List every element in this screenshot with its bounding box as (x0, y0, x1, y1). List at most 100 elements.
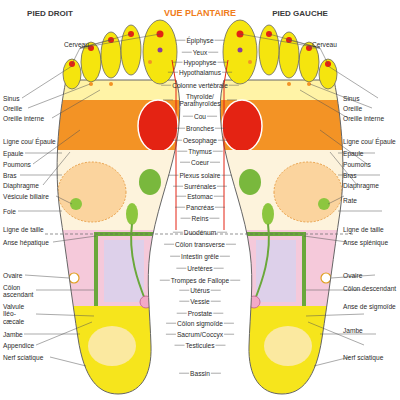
zone-label: Rate (343, 197, 400, 204)
zone-label: Diaphragme (3, 182, 63, 189)
leader-line (226, 244, 236, 245)
leader-line (173, 62, 183, 63)
leader-line (218, 140, 228, 141)
zone-label: Bras (3, 172, 63, 179)
leader-line (164, 244, 174, 245)
leader-line (208, 52, 218, 53)
leader-line (183, 116, 193, 117)
leader-line (163, 99, 173, 100)
zone-label: Ovaire (3, 272, 63, 279)
chart-title: VUE PLANTAIRE (164, 8, 236, 18)
zone-label: Ovaire (343, 272, 400, 279)
zone-label: Epaule (3, 150, 63, 157)
organ-label: Vessie (190, 298, 209, 305)
leader-line (172, 140, 182, 141)
leader-line (175, 207, 185, 208)
leader-line (213, 151, 223, 152)
leader-line (229, 85, 239, 86)
organ-label: Thymus (188, 148, 211, 155)
leader-line (222, 72, 232, 73)
leader-line (220, 256, 230, 257)
leader-line (166, 334, 176, 335)
leader-line (214, 196, 224, 197)
leader-line (218, 62, 228, 63)
zone-label: Diaphragme (343, 182, 400, 189)
leader-line (177, 313, 187, 314)
leader-line (211, 373, 221, 374)
leader-line (207, 116, 217, 117)
leader-line (217, 232, 227, 233)
organ-label: Côlon transverse (175, 241, 225, 248)
leader-line (222, 175, 232, 176)
organ-label: Pancréas (186, 204, 214, 211)
zone-label: Ligne cou/ Épaule (3, 138, 63, 145)
zone-label: Ligne cou/ Épaule (343, 138, 400, 145)
leader-line (161, 85, 171, 86)
leader-line (209, 218, 219, 219)
right-foot (0, 20, 200, 400)
organ-label: Hypothalamus (179, 69, 221, 76)
leader-line (215, 207, 225, 208)
leader-line (224, 323, 234, 324)
zone-label: Oreille interne (343, 115, 400, 122)
leader-line (173, 232, 183, 233)
zone-label: Anse de sigmoïde (343, 303, 400, 310)
organ-label: Hypophyse (184, 59, 217, 66)
leader-line (181, 218, 191, 219)
zone-label: Foie (3, 208, 63, 215)
leader-line (182, 52, 192, 53)
leader-line (213, 313, 223, 314)
leader-line (215, 345, 225, 346)
organ-label: Utérus (190, 287, 209, 294)
leader-line (175, 345, 185, 346)
zone-label: Côlon descendant (343, 285, 400, 292)
zone-label: Jambe (3, 331, 63, 338)
leader-line (180, 162, 190, 163)
zone-label: Sinus (343, 95, 400, 102)
zone-label: Bras (343, 172, 400, 179)
zone-label: Poumons (3, 161, 63, 168)
leader-line (211, 290, 221, 291)
leader-line (176, 196, 186, 197)
leader-line (211, 301, 221, 302)
zone-label: Anse hépatique (3, 239, 63, 246)
leader-line (179, 290, 189, 291)
zone-label: Oreille (3, 105, 63, 112)
zone-label: Sinus (3, 95, 63, 102)
leader-line (224, 334, 234, 335)
leader-line (168, 72, 178, 73)
leader-line (160, 280, 170, 281)
organ-label: Trompes de Fallope (171, 277, 229, 284)
zone-label: Poumons (343, 161, 400, 168)
zone-label: Cerveau (312, 41, 352, 48)
organ-label: Cou (194, 113, 206, 120)
zone-label: Valvule Iléo-cæcale (3, 303, 37, 325)
organ-label: Reins (192, 215, 209, 222)
organ-label: Bronches (186, 125, 214, 132)
left-foot (200, 20, 400, 400)
organ-label: Bassin (190, 370, 210, 377)
organ-label: Estomac (187, 193, 213, 200)
zone-label: Cerveau (64, 41, 104, 48)
leader-line (168, 175, 178, 176)
leader-line (230, 280, 240, 281)
zone-label: Nerf sciatique (343, 354, 400, 361)
organ-label: Yeux (193, 49, 207, 56)
organ-label: Testicules (186, 342, 215, 349)
organ-label: Thyroïde/ Parathyroïdes (174, 93, 226, 108)
leader-line (166, 323, 176, 324)
zone-label: Epaule (343, 150, 400, 157)
organ-label: Colonne vertébrale (172, 82, 228, 89)
organ-label: Plexus solaire (179, 172, 220, 179)
zone-label: Anse splénique (343, 239, 400, 246)
zone-label: Jambe (343, 327, 400, 334)
leader-line (175, 40, 185, 41)
zone-label: Vésicule biliaire (3, 193, 63, 200)
zone-label: Appendice (3, 342, 63, 349)
zone-label: Oreille (343, 105, 400, 112)
leader-line (179, 373, 189, 374)
organ-label: Épiphyse (186, 37, 213, 44)
leader-line (176, 268, 186, 269)
zone-label: Ligne de taille (3, 226, 63, 233)
